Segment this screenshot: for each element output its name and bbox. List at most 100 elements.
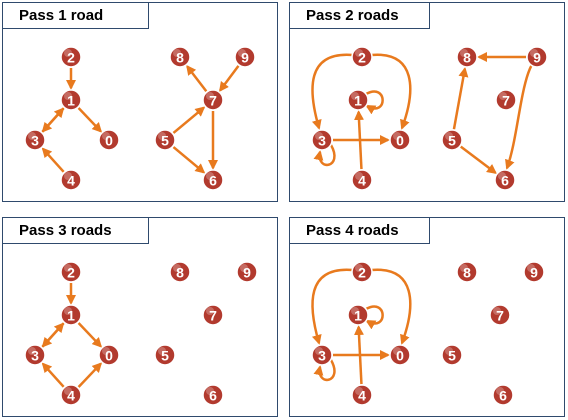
edge-2-to-3: [311, 53, 354, 130]
node-3: 3: [24, 129, 46, 151]
edge-3-to-3: [313, 359, 336, 382]
edge-1-to-1: [365, 305, 384, 330]
node-circle: [169, 261, 191, 283]
node-circle: [489, 304, 511, 326]
node-label: 1: [354, 93, 362, 109]
node-label: 5: [161, 133, 169, 149]
node-label: 7: [209, 93, 217, 109]
node-label: 8: [176, 50, 184, 66]
node-label: 9: [530, 265, 538, 281]
node-7: 7: [202, 89, 224, 111]
node-circle: [351, 46, 373, 68]
node-highlight: [28, 132, 36, 140]
node-label: 4: [358, 388, 366, 404]
node-label: 0: [396, 348, 404, 364]
node-label: 3: [318, 133, 326, 149]
edge-4-to-3: [41, 147, 65, 173]
node-highlight: [355, 264, 363, 272]
node-circle: [389, 129, 411, 151]
node-label: 3: [318, 348, 326, 364]
node-circle: [60, 304, 82, 326]
node-2: 2: [60, 46, 82, 68]
node-circle: [311, 344, 333, 366]
node-highlight: [351, 307, 359, 315]
node-7: 7: [495, 89, 517, 111]
edge-2-to-0: [370, 53, 412, 130]
node-label: 0: [105, 133, 113, 149]
node-highlight: [102, 347, 110, 355]
node-label: 5: [161, 348, 169, 364]
node-1: 1: [347, 89, 369, 111]
node-5: 5: [154, 344, 176, 366]
panel-title: Pass 1 road: [3, 3, 149, 29]
node-circle: [351, 261, 373, 283]
node-label: 0: [105, 348, 113, 364]
node-circle: [494, 169, 516, 191]
node-2: 2: [60, 261, 82, 283]
node-circle: [441, 129, 463, 151]
node-highlight: [238, 49, 246, 57]
edge-1-to-0: [77, 107, 103, 133]
node-circle: [456, 46, 478, 68]
node-highlight: [315, 132, 323, 140]
node-circle: [98, 344, 120, 366]
node-2: 2: [351, 261, 373, 283]
node-highlight: [64, 387, 72, 395]
node-3: 3: [24, 344, 46, 366]
node-label: 9: [243, 265, 251, 281]
node-highlight: [445, 132, 453, 140]
node-label: 8: [463, 50, 471, 66]
node-label: 8: [463, 265, 471, 281]
node-circle: [311, 129, 333, 151]
node-8: 8: [456, 46, 478, 68]
node-circle: [202, 304, 224, 326]
node-1: 1: [347, 304, 369, 326]
node-label: 2: [67, 265, 75, 281]
node-circle: [351, 384, 373, 406]
node-highlight: [460, 264, 468, 272]
panel-title: Pass 2 roads: [290, 3, 430, 29]
node-highlight: [527, 264, 535, 272]
node-circle: [154, 129, 176, 151]
node-highlight: [64, 49, 72, 57]
node-highlight: [351, 92, 359, 100]
edge-9-to-6: [505, 53, 547, 170]
node-6: 6: [492, 384, 514, 406]
node-8: 8: [169, 261, 191, 283]
node-circle: [24, 129, 46, 151]
node-6: 6: [494, 169, 516, 191]
node-4: 4: [60, 384, 82, 406]
node-circle: [24, 344, 46, 366]
node-label: 7: [496, 308, 504, 324]
node-highlight: [158, 132, 166, 140]
node-5: 5: [441, 344, 463, 366]
node-label: 2: [358, 50, 366, 66]
node-highlight: [445, 347, 453, 355]
edge-2-to-3: [311, 268, 354, 345]
node-highlight: [64, 264, 72, 272]
node-circle: [202, 89, 224, 111]
node-4: 4: [351, 169, 373, 191]
edge-1-to-1: [365, 90, 384, 115]
node-circle: [236, 261, 258, 283]
node-9: 9: [526, 46, 548, 68]
node-highlight: [102, 132, 110, 140]
node-circle: [202, 169, 224, 191]
node-circle: [492, 384, 514, 406]
edge-2-to-0: [370, 268, 412, 345]
node-label: 6: [499, 388, 507, 404]
edge-4-to-1: [354, 324, 364, 385]
edge-3-to-1: [41, 107, 65, 133]
node-2: 2: [351, 46, 373, 68]
node-circle: [523, 261, 545, 283]
node-highlight: [460, 49, 468, 57]
node-label: 2: [358, 265, 366, 281]
node-label: 4: [358, 173, 366, 189]
edge-5-to-6: [172, 146, 206, 174]
node-label: 7: [209, 308, 217, 324]
node-circle: [347, 89, 369, 111]
node-circle: [234, 46, 256, 68]
